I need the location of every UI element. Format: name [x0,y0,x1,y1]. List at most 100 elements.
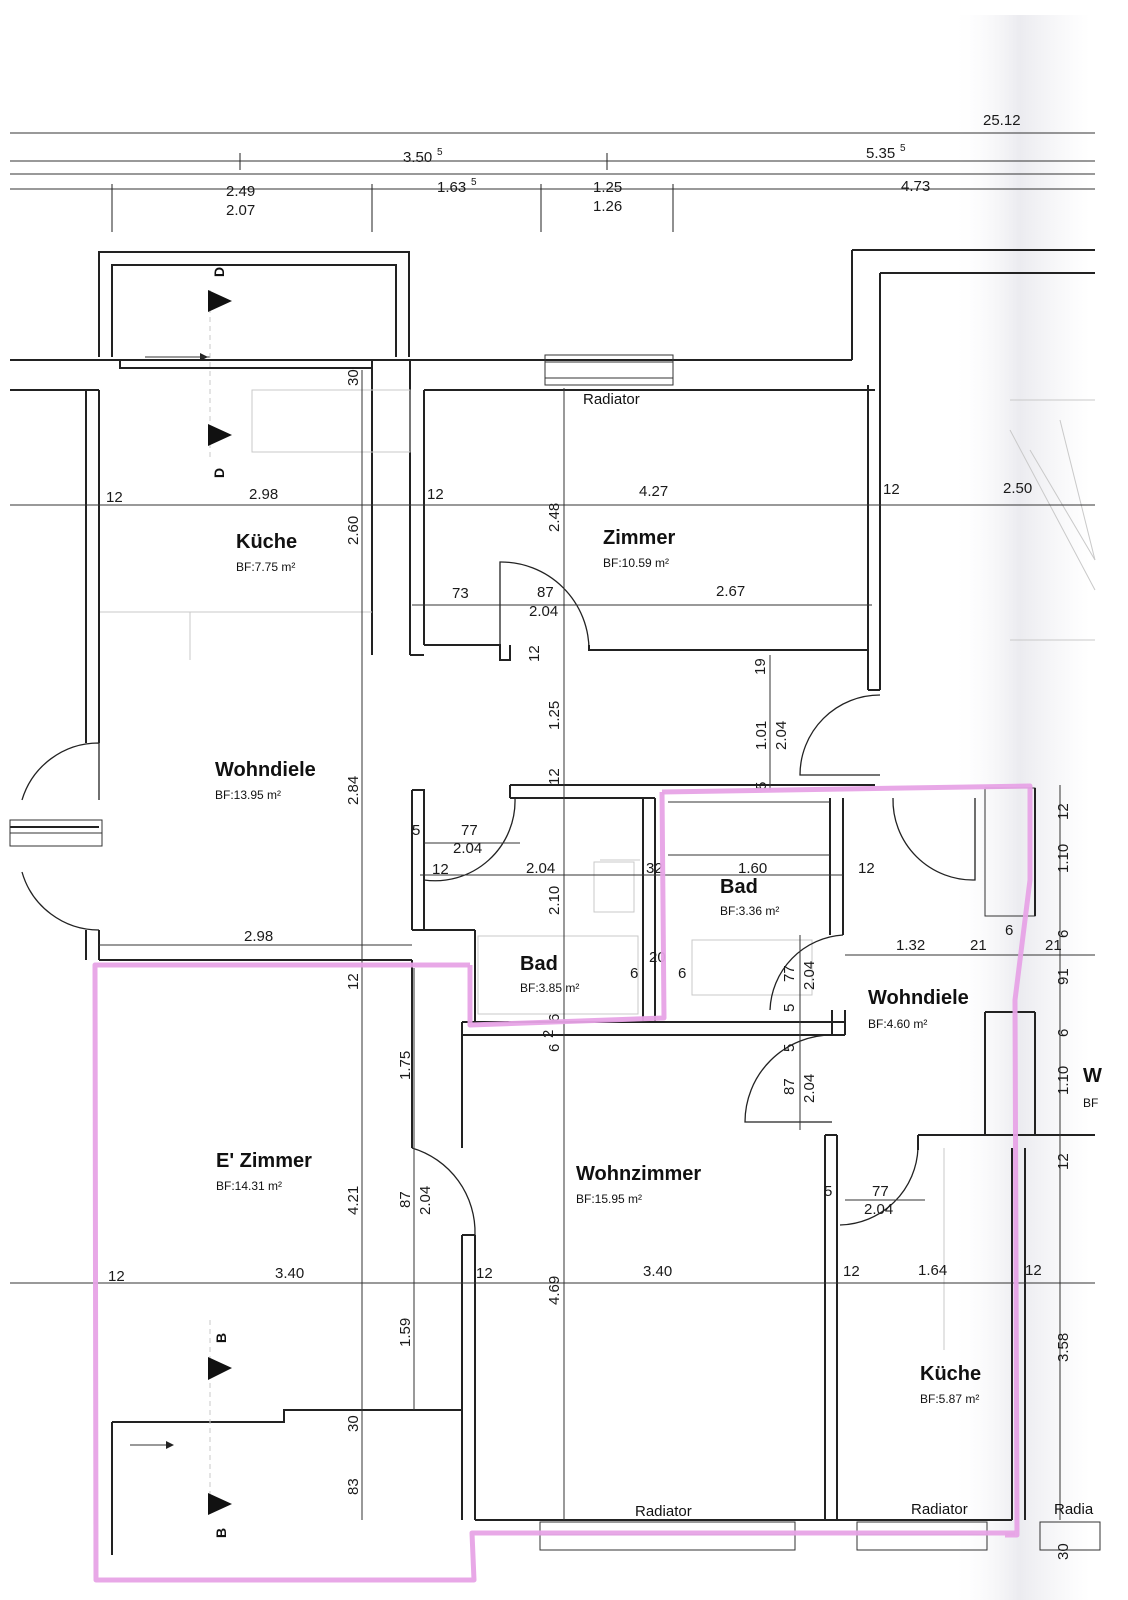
dim-l-164: 1.64 [918,1262,947,1279]
section-d-arrow-top [208,290,232,312]
room-bad-right-area: BF:3.36 m² [720,904,779,918]
dim-v-5a: 5 [753,782,770,790]
dim-v-248: 2.48 [546,503,563,532]
dim-r-91: 91 [1055,968,1072,985]
dim-b-12a: 12 [432,861,449,878]
dim-r-110: 1.10 [1055,844,1072,873]
dim-a2-sup: 5 [900,143,906,154]
dim-e-159: 1.59 [397,1318,414,1347]
dim-b3-sub: 1.26 [593,198,622,215]
door-left-exterior-top [21,742,100,801]
room-bad-right-name: Bad [720,876,758,898]
dim-w-77: 77 [781,965,798,982]
dim-b-32: 32 [646,860,663,877]
room-kueche-top-name: Küche [236,531,297,553]
dim-b-12b: 12 [858,860,875,877]
dim-r1-12a: 12 [106,489,123,506]
dim-total: 25.12 [983,112,1021,129]
dim-a1: 3.50 [403,149,432,166]
dim-l-12d: 12 [1025,1262,1042,1279]
dim-k-12: 12 [1055,1153,1072,1170]
dim-e-175: 1.75 [397,1051,414,1080]
dim-l-340a: 3.40 [275,1265,304,1282]
balcony-top [98,251,410,460]
section-d-label-bottom: D [211,468,227,478]
dim-w-5a: 5 [781,1004,798,1012]
dim-l-340b: 3.40 [643,1263,672,1280]
dim-e-83: 83 [345,1478,362,1495]
dim-l-12a: 12 [108,1268,125,1285]
highlight-bathroom [467,791,667,1028]
dim-l-12b: 12 [476,1265,493,1282]
room-e-zimmer-name: E' Zimmer [216,1150,312,1172]
dim-b-210: 2.10 [546,886,563,915]
dim-c-6d: 6 [546,1044,563,1052]
section-b-label-bottom: B [213,1528,229,1538]
dim-b-204: 2.04 [453,840,482,857]
dim-b-160: 1.60 [738,860,767,877]
door-bad-right [769,934,844,1011]
dim-v-12b: 12 [546,768,563,785]
dim-k-5: 5 [824,1183,832,1200]
door-zimmer [499,561,590,651]
label-edge-bf: BF [1083,1096,1098,1110]
dim-b3: 1.25 [593,179,622,196]
dim-k-204: 2.04 [864,1201,893,1218]
dim-v-125: 1.25 [546,701,563,730]
dim-l-12c: 12 [843,1263,860,1280]
interior-dimension-lines [10,370,1095,1520]
dim-k-77: 77 [872,1183,889,1200]
dim-w-204b: 2.04 [801,1074,818,1103]
dim-w-6: 6 [1005,922,1013,939]
doors [21,561,976,1236]
dim-w-5b: 5 [781,1044,798,1052]
dim-b4: 4.73 [901,178,930,195]
dim-v-284: 2.84 [345,776,362,805]
room-e-zimmer-area: BF:14.31 m² [216,1179,282,1193]
dim-v-19: 19 [752,658,769,675]
room-wohndiele-right-area: BF:4.60 m² [868,1017,927,1031]
dim-b2: 1.63 [437,179,466,196]
dim-c-298: 2.98 [244,928,273,945]
door-wohnzimmer [744,1034,833,1123]
dim-r2-73: 73 [452,585,469,602]
door-zimmer-right [799,694,881,776]
door-bad-left [423,797,516,882]
room-wohnzimmer-name: Wohnzimmer [576,1163,701,1185]
dim-r2-87: 87 [537,584,554,601]
dim-r1-12c: 12 [883,481,900,498]
dim-v-12a: 12 [526,645,543,662]
dim-e-421: 4.21 [345,1186,362,1215]
dim-r2-204: 2.04 [529,603,558,620]
door-right-top [892,797,976,881]
dim-r-6b: 6 [1055,1029,1072,1037]
dim-r2-267: 2.67 [716,583,745,600]
dim-b1-sub: 2.07 [226,202,255,219]
dim-r1-427: 4.27 [639,483,668,500]
dim-a2: 5.35 [866,145,895,162]
room-wohndiele-right-name: Wohndiele [868,987,969,1009]
room-zimmer-area: BF:10.59 m² [603,556,669,570]
dim-r1-298: 2.98 [249,486,278,503]
dim-b2-sup: 5 [471,177,477,188]
dim-r1-12b: 12 [427,486,444,503]
label-edge-w: W [1083,1065,1102,1087]
dim-e-204: 2.04 [417,1186,434,1215]
label-radiator-edge: Radia [1054,1501,1094,1518]
dim-v-204a: 2.04 [773,721,790,750]
dim-r1-250: 2.50 [1003,480,1032,497]
dim-b1: 2.49 [226,183,255,200]
section-d-label-top: D [211,267,227,277]
label-radiator-top: Radiator [583,391,640,408]
section-b-arrow-bottom [208,1493,232,1515]
dim-c-6c: 6 [546,1014,563,1022]
dim-w-21a: 21 [970,937,987,954]
room-kueche-bottom-name: Küche [920,1363,981,1385]
dim-c-6b: 6 [678,965,686,982]
highlight-ezimmer [92,962,1015,1583]
dim-b-77: 77 [461,822,478,839]
dim-w-132: 1.32 [896,937,925,954]
room-wohndiele-left-area: BF:13.95 m² [215,788,281,802]
dim-c-6a: 6 [630,965,638,982]
